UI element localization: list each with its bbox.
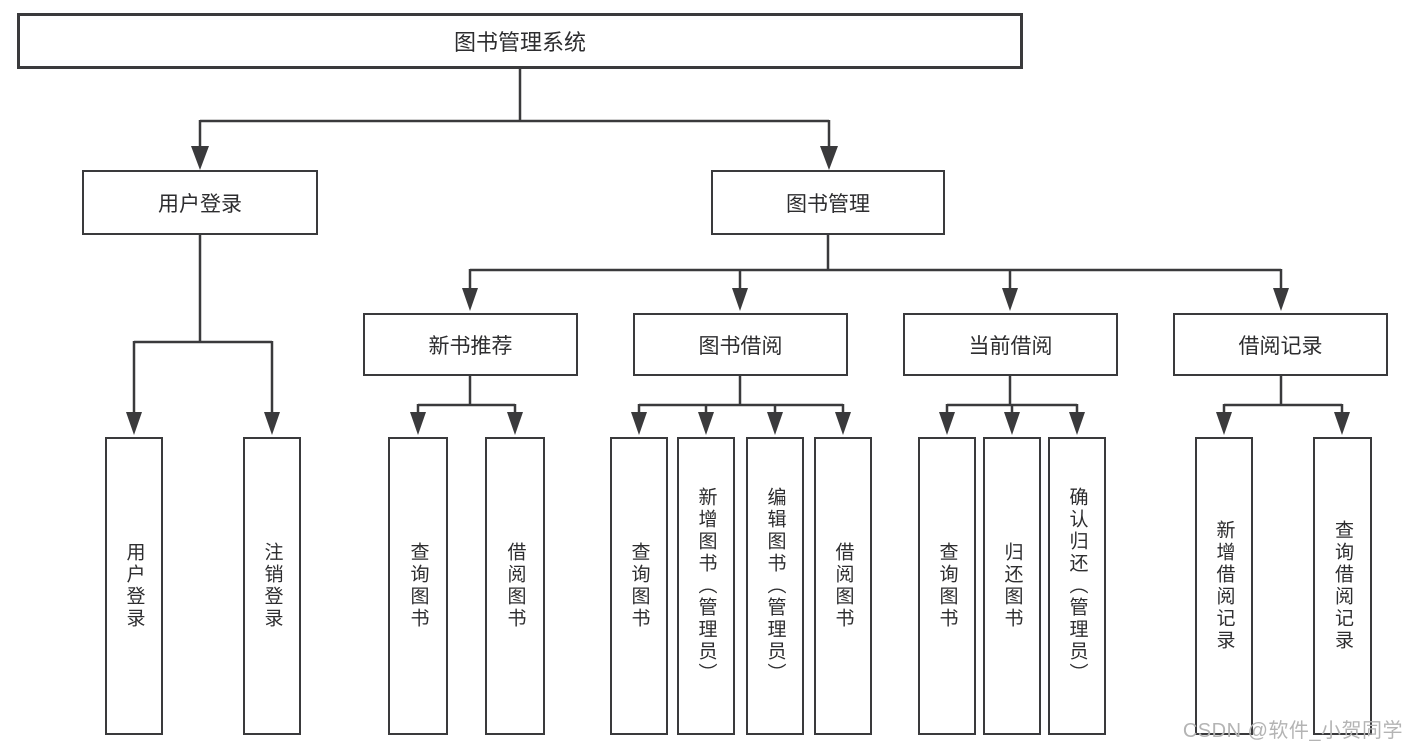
leaf-confirm-return-admin: 确认归还（管理员） [1048,437,1106,735]
leaf-borrow-books: 借阅图书 [814,437,872,735]
leaf-query-books-current: 查询图书 [918,437,976,735]
node-library-management-system: 图书管理系统 [17,13,1023,69]
leaf-add-books-admin: 新增图书（管理员） [677,437,735,735]
csdn-watermark: CSDN @软件_小贺同学 [1182,720,1403,742]
leaf-logout-login: 注销登录 [243,437,301,735]
leaf-add-borrow-record: 新增借阅记录 [1195,437,1253,735]
leaf-user-login: 用户登录 [105,437,163,735]
leaf-query-books-borrow: 查询图书 [610,437,668,735]
leaf-query-books-recommend: 查询图书 [388,437,448,735]
node-book-management: 图书管理 [711,170,945,235]
leaf-borrow-books-recommend: 借阅图书 [485,437,545,735]
leaf-return-books: 归还图书 [983,437,1041,735]
leaf-query-borrow-record: 查询借阅记录 [1313,437,1372,735]
node-new-book-recommend: 新书推荐 [363,313,578,376]
node-user-login: 用户登录 [82,170,318,235]
node-current-borrow: 当前借阅 [903,313,1118,376]
node-borrow-records: 借阅记录 [1173,313,1388,376]
leaf-edit-books-admin: 编辑图书（管理员） [746,437,804,735]
node-book-borrow: 图书借阅 [633,313,848,376]
